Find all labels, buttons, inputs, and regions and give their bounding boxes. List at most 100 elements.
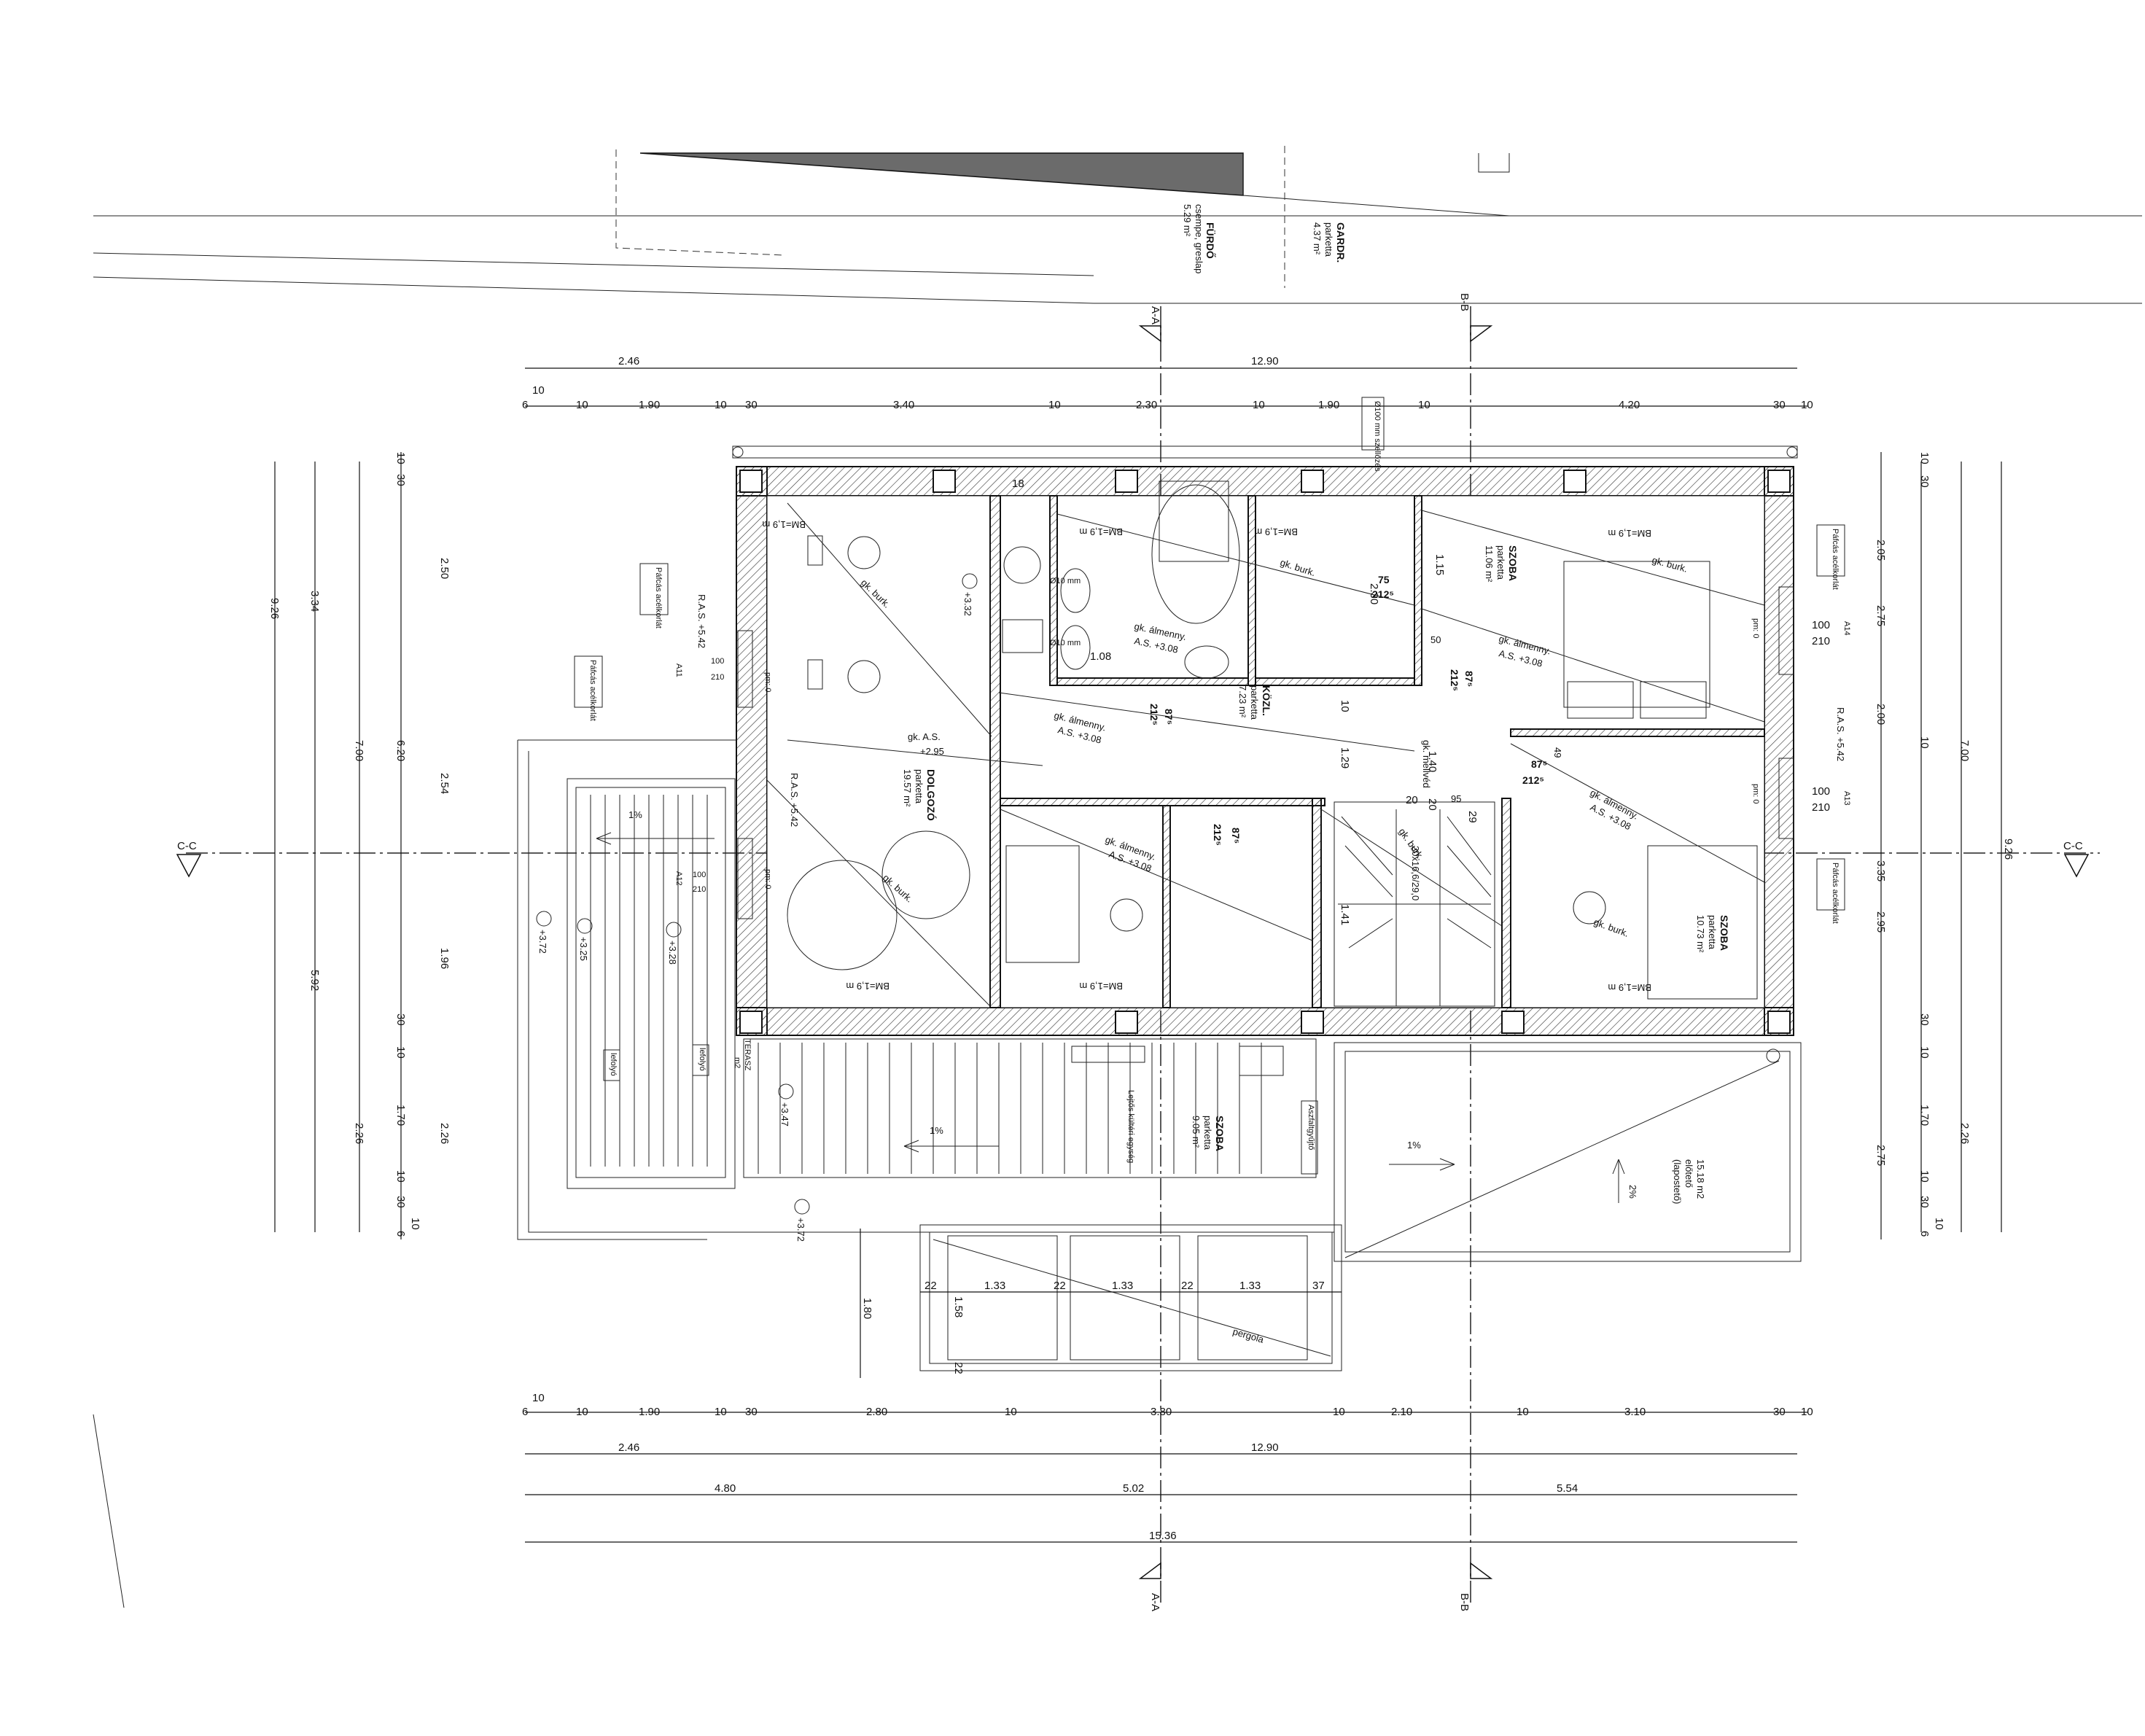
dim-text: 10 [394,1046,407,1059]
pergola: pergola [919,1224,1342,1371]
section-label-a-bottom: A-A [1149,1593,1161,1611]
drain-label: lefolyó [609,1053,618,1076]
bm-label: BM=1,9 m [762,519,806,530]
dim-text: 1.08 [1090,650,1111,663]
room-szoba-1: SZOBA parketta 11.06 m² [1484,545,1519,583]
dim-text: 7.00 [353,740,365,761]
room-area: 11.06 m² [1484,545,1495,583]
dimension-lines [274,367,2002,1543]
dim-text: 3.35 [1875,860,1887,881]
dim-text: 22 [1054,1280,1066,1292]
dim-text: 2.75 [1875,605,1887,626]
level-label: +3.28 [667,941,678,965]
slope-label: 1% [930,1125,943,1136]
window-id: A11 [674,663,683,677]
dim-text: 12.90 [1251,355,1279,367]
dims-top-row-2: 6 10 10 1.90 10 30 3.40 10 2.30 10 1.90 … [522,384,1813,411]
dim-text: 2.50 [438,558,451,579]
dim-text: 22 [924,1280,937,1292]
room-kozl: KÖZL. parketta 7.23 m² [1237,685,1272,720]
door-w: 87⁵ [1230,828,1242,844]
level-label: +3.32 [962,592,973,616]
site-context [93,146,2142,1608]
dim-text: 10 [576,1406,588,1418]
dim-text: 2.26 [438,1123,451,1144]
dim-text: 10 [1801,399,1813,411]
room-floor: parketta [1323,222,1334,257]
dim-text: 2.26 [1958,1123,1971,1144]
dim-text: 1.70 [1918,1105,1931,1126]
dim-text: 1.70 [394,1105,407,1126]
room-name: DOLGOZÓ [925,769,938,821]
door-w: 87⁵ [1163,709,1175,725]
dims-bottom-row-4: 15.36 [1149,1530,1177,1542]
section-marker-c-right: C-C [2063,840,2090,878]
room-floor: parketta [1249,685,1260,720]
room-floor: parketta [1495,545,1506,580]
bm-label: BM=1,9 m [1079,981,1123,992]
door-h: 212⁵ [1372,588,1394,600]
dims-pergola: 22 1.33 22 1.33 22 1.33 37 1.80 1.58 22 [860,1229,1342,1378]
ras-label: R.A.S. +5.42 [789,773,800,827]
window-a14: 100 210 pm: 0 A14 [1751,586,1851,675]
dim-text: 6 [522,1406,528,1418]
room-area: 4.37 m² [1312,222,1323,255]
room-area: 10.73 m² [1695,915,1706,953]
dim-text: 30 [394,474,407,486]
window-pm: pm: 0 [763,869,772,890]
dim-text: 1.33 [984,1280,1005,1292]
door-h: 212⁵ [1148,704,1160,725]
dim-text: 1.33 [1239,1280,1261,1292]
dim-text: 2.26 [353,1123,365,1144]
section-label-b-bottom: B-B [1458,1593,1471,1611]
mellved-label: gk. mellvéd [1421,740,1432,788]
slope-label: 2% [1627,1185,1638,1199]
railing-label: Páfcás acélkorlát [654,567,663,628]
room-area: 15.18 m2 [1695,1159,1706,1199]
room-area: 5.29 m² [1182,204,1193,237]
dim-text: 20 [1426,798,1439,811]
level-label: +3.25 [578,937,589,961]
dim-text: 1.15 [1433,554,1446,575]
level-label: +3.72 [795,1218,806,1242]
dim-text: 2.00 [1875,704,1887,725]
dim-text: 2.46 [618,1441,639,1454]
room-floor: parketta [1707,915,1718,950]
dims-left: 9.26 3.34 7.00 5.92 6.20 2.26 10 30 2.50… [268,452,451,1237]
door-h: 212⁵ [1212,824,1223,846]
window-h: 210 [693,885,706,894]
drain-label: lefolyó [698,1048,706,1071]
slope-label: 1% [1407,1140,1421,1151]
window-a11: 100 210 pm: 0 A11 [674,630,772,708]
room-floor: csempe, greslap [1194,204,1204,273]
dim-text: 10 [532,1392,545,1404]
window-w: 100 [693,871,706,879]
dim-text: 22 [952,1362,965,1374]
room-floor: parketta [914,769,924,804]
section-marker-c-left: C-C [176,840,202,878]
dim-text: 10 [1801,1406,1813,1418]
door-note: 49 [1552,747,1563,758]
section-label-b-top: B-B [1458,293,1471,311]
dim-text: 30 [394,1013,407,1026]
room-note: (lapostető) [1672,1159,1683,1204]
furniture [787,480,1758,1007]
dim-text: 10 [715,399,727,411]
terrace-area: m2 [733,1057,741,1068]
dim-text: 3.34 [308,591,321,612]
window-h: 210 [711,673,724,682]
room-dolgozo: DOLGOZÓ parketta 19.57 m² [902,769,938,821]
section-marker-b-top: B-B [1458,293,1493,343]
level-label: +3.72 [537,930,548,954]
railing-label: Páfcás acélkorlát [588,660,597,721]
section-label-c-left: C-C [177,840,197,852]
stair-label: 20x16,6/29,0 [1410,846,1421,900]
railing-label: Páfcás acélkorlát [1831,863,1840,924]
window-pm: pm: 0 [1751,784,1760,804]
ras-label: R.A.S. +5.42 [696,594,707,648]
dim-text: 30 [1773,399,1786,411]
dim-text: 15.36 [1149,1530,1177,1542]
neighbour-roof-wedge [639,152,1244,196]
dims-top-row-1: 2.46 12.90 [618,355,1279,367]
dim-text: 2.75 [1875,1145,1887,1166]
